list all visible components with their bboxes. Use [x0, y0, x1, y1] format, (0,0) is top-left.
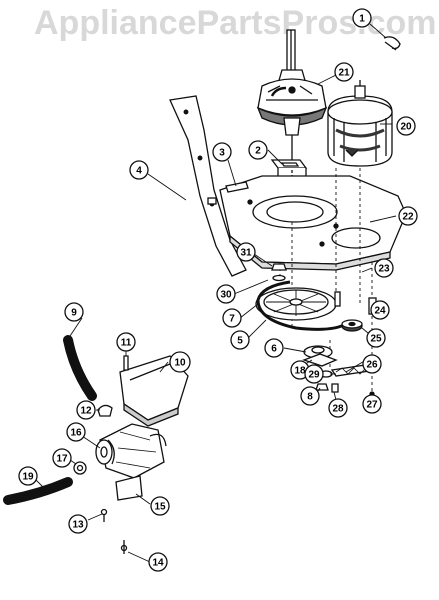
part-23-stud: [334, 291, 341, 307]
callout-20-label: 20: [400, 122, 412, 133]
callout-2[interactable]: 2: [248, 140, 268, 160]
callout-14[interactable]: 14: [148, 552, 168, 572]
callout-25[interactable]: 25: [366, 328, 386, 348]
callout-10[interactable]: 10: [169, 351, 191, 373]
callout-27-label: 27: [366, 400, 378, 411]
callout-18-label: 18: [294, 366, 306, 377]
callout-17[interactable]: 17: [52, 448, 72, 468]
callout-9-label: 9: [71, 308, 77, 319]
part-12-clamp: [97, 404, 113, 417]
part-14-screw: [120, 540, 128, 554]
callout-11-label: 11: [121, 338, 132, 349]
callout-31[interactable]: 31: [236, 242, 256, 262]
callout-15[interactable]: 15: [150, 496, 170, 516]
part-25-grommet: [341, 319, 363, 332]
part-9-hose: [63, 335, 97, 401]
callout-24[interactable]: 24: [370, 300, 390, 320]
callout-6-label: 6: [271, 344, 277, 355]
part-13-screw: [100, 508, 108, 522]
part-30-washer: [272, 274, 286, 282]
callout-4[interactable]: 4: [129, 160, 149, 180]
callout-22-label: 22: [402, 212, 414, 223]
callout-8-label: 8: [307, 392, 313, 403]
part-21-pulley-top: [288, 86, 296, 94]
callout-10-label: 10: [174, 358, 186, 369]
part-16-pump-motor: [95, 423, 167, 479]
callout-17-label: 17: [56, 454, 68, 465]
part-5-belt: [256, 280, 347, 331]
callout-28-label: 28: [332, 404, 344, 415]
callout-16-label: 16: [70, 428, 82, 439]
callout-3-label: 3: [219, 148, 225, 159]
callout-16[interactable]: 16: [66, 422, 86, 442]
callout-23[interactable]: 23: [374, 258, 394, 278]
part-4-side-rail: [169, 95, 247, 277]
callout-8[interactable]: 8: [300, 386, 320, 406]
callout-5[interactable]: 5: [230, 330, 250, 350]
part-28-screw: [331, 383, 339, 393]
callout-22[interactable]: 22: [398, 206, 418, 226]
callout-11[interactable]: 11: [116, 332, 136, 352]
part-20-motor: [327, 80, 393, 167]
callout-26[interactable]: 26: [362, 354, 382, 374]
part-11-screw: [123, 355, 129, 371]
part-31-nut: [271, 263, 287, 271]
part-19-hose: [3, 477, 73, 505]
part-7-pulley: [255, 287, 337, 321]
callout-7-label: 7: [229, 314, 235, 325]
callout-15-label: 15: [154, 502, 166, 513]
callout-27[interactable]: 27: [362, 394, 382, 414]
callout-1-label: 1: [359, 14, 365, 25]
callout-31-label: 31: [240, 248, 252, 259]
callout-30-label: 30: [220, 290, 232, 301]
callout-5-label: 5: [237, 336, 243, 347]
part-18-plate: [302, 353, 338, 367]
part-10-pump-housing: [119, 355, 189, 427]
callout-26-label: 26: [366, 360, 378, 371]
callout-12-label: 12: [80, 406, 92, 417]
callout-1[interactable]: 1: [352, 8, 372, 28]
callout-21-label: 21: [338, 68, 350, 79]
callout-24-label: 24: [374, 306, 386, 317]
callout-14-label: 14: [152, 558, 164, 569]
part-3-bracket: [225, 181, 249, 193]
callout-4-label: 4: [136, 166, 142, 177]
callout-29-label: 29: [308, 370, 320, 381]
callout-29[interactable]: 29: [304, 364, 324, 384]
callout-3[interactable]: 3: [212, 142, 232, 162]
callout-23-label: 23: [378, 264, 390, 275]
callout-7[interactable]: 7: [222, 308, 242, 328]
callout-19[interactable]: 19: [18, 466, 38, 486]
callout-20[interactable]: 20: [396, 116, 416, 136]
callout-21[interactable]: 21: [334, 62, 354, 82]
callout-28[interactable]: 28: [328, 398, 348, 418]
callout-25-label: 25: [370, 334, 382, 345]
part-17-clamp: [73, 461, 87, 475]
callout-19-label: 19: [22, 472, 34, 483]
callout-2-label: 2: [255, 146, 261, 157]
callout-13-label: 13: [72, 520, 84, 531]
callout-6[interactable]: 6: [264, 338, 284, 358]
part-15-bracket: [115, 475, 143, 501]
part-8-nut: [315, 383, 329, 391]
transmission-assembly: [256, 29, 328, 160]
callout-9[interactable]: 9: [64, 302, 84, 322]
callout-30[interactable]: 30: [216, 284, 236, 304]
callout-12[interactable]: 12: [76, 400, 96, 420]
part-1-clip: [383, 36, 401, 51]
callout-13[interactable]: 13: [68, 514, 88, 534]
part-22-base-plate: [219, 175, 407, 271]
